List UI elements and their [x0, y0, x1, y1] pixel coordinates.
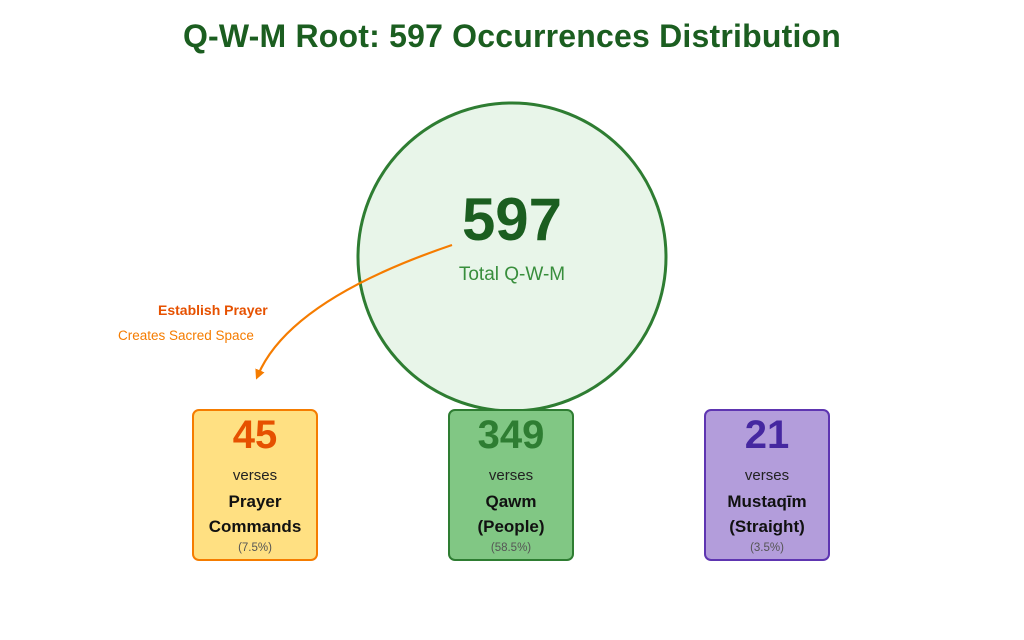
prayer-commands-box: 45 verses Prayer Commands (7.5%): [192, 409, 318, 561]
prayer-count: 45: [232, 413, 278, 457]
mustaqim-unit: verses: [744, 467, 790, 484]
prayer-percent: (7.5%): [238, 542, 272, 554]
prayer-label-line1: Prayer: [228, 492, 282, 511]
prayer-label-line2: Commands: [208, 517, 302, 536]
qawm-unit: verses: [488, 467, 534, 484]
prayer-unit: verses: [232, 467, 278, 484]
total-circle: [356, 101, 668, 413]
qawm-percent: (58.5%): [490, 542, 532, 554]
annotation-title: Establish Prayer: [158, 302, 268, 318]
qawm-label: Qawm (People): [450, 489, 572, 539]
total-value: 597: [462, 186, 562, 253]
mustaqim-percent: (3.5%): [750, 542, 784, 554]
prayer-label: Prayer Commands: [194, 489, 316, 539]
mustaqim-label-line1: Mustaqīm: [727, 492, 807, 511]
qawm-count: 349: [477, 413, 545, 457]
mustaqim-label-line2: (Straight): [729, 517, 805, 536]
total-label: Total Q-W-M: [459, 264, 565, 285]
qawm-label-line1: Qawm: [485, 492, 537, 511]
qawm-label-line2: (People): [477, 517, 545, 536]
mustaqim-count: 21: [744, 413, 790, 457]
qawm-box: 349 verses Qawm (People) (58.5%): [448, 409, 574, 561]
mustaqim-box: 21 verses Mustaqīm (Straight) (3.5%): [704, 409, 830, 561]
annotation-subtitle: Creates Sacred Space: [118, 328, 254, 343]
mustaqim-label: Mustaqīm (Straight): [706, 489, 828, 539]
prayer-arrow: [255, 243, 453, 380]
diagram-title: Q-W-M Root: 597 Occurrences Distribution: [182, 18, 842, 54]
